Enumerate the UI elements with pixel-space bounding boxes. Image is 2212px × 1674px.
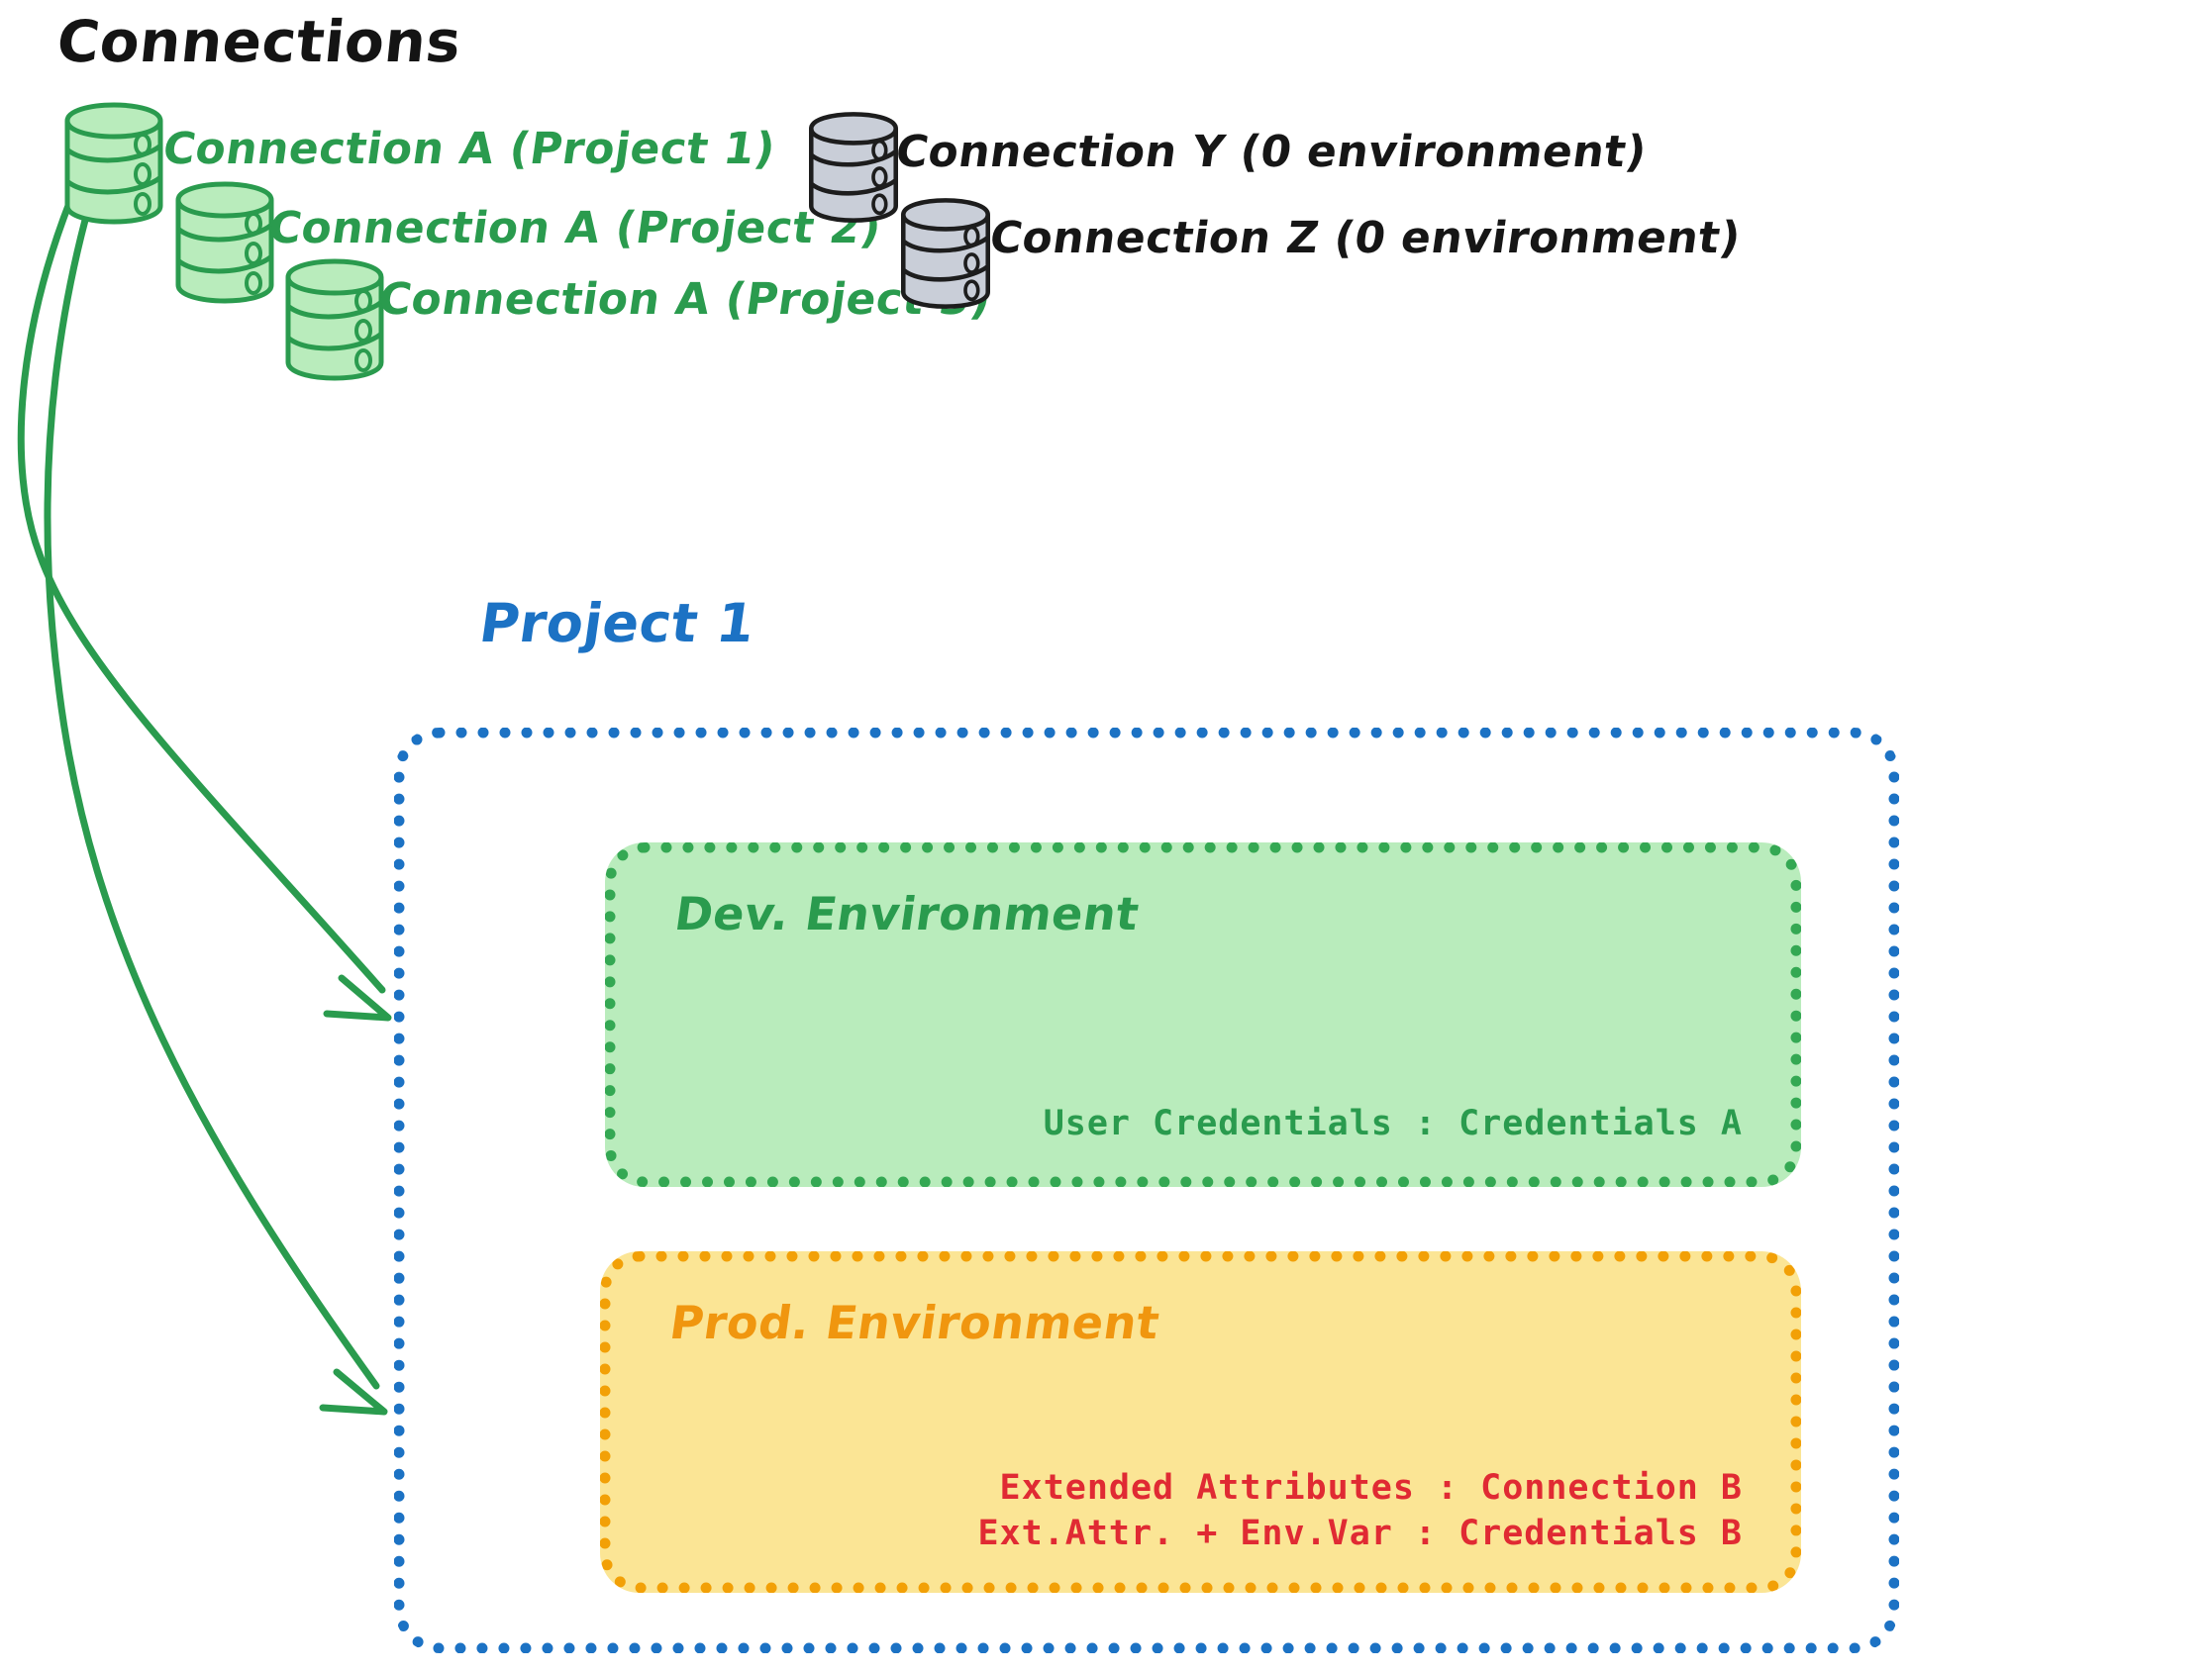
database-icon-conn-a-p3[interactable]	[280, 255, 389, 384]
database-icon-conn-a-p1[interactable]	[59, 99, 168, 228]
page-title: Connections	[53, 8, 465, 75]
database-icon-conn-z[interactable]	[896, 193, 995, 314]
environment-row: User Credentials : Credentials A	[1043, 1103, 1743, 1143]
connection-label-conn-z: Connection Z (0 environment)	[986, 213, 1745, 263]
database-icon-conn-y[interactable]	[804, 107, 903, 228]
environment-card-prod[interactable]: Prod. Environment Extended Attributes : …	[600, 1251, 1801, 1593]
environment-row: Extended Attributes : Connection B	[999, 1468, 1743, 1508]
environment-rows-dev: User Credentials : Credentials A	[1044, 1102, 1743, 1147]
connection-label-conn-a-p1: Connection A (Project 1)	[159, 124, 779, 174]
connection-label-conn-y: Connection Y (0 environment)	[892, 127, 1651, 177]
environment-title-dev: Dev. Environment	[671, 887, 1143, 940]
project-container: Dev. Environment User Credentials : Cred…	[394, 728, 1899, 1653]
environment-row: Ext.Attr. + Env.Var : Credentials B	[977, 1513, 1743, 1553]
environment-rows-prod: Extended Attributes : Connection B Ext.A…	[977, 1466, 1743, 1556]
connection-label-conn-a-p2: Connection A (Project 2)	[265, 203, 885, 253]
project-title: Project 1	[475, 592, 759, 654]
environment-card-dev[interactable]: Dev. Environment User Credentials : Cred…	[605, 842, 1801, 1187]
environment-title-prod: Prod. Environment	[666, 1296, 1163, 1349]
database-icon-conn-a-p2[interactable]	[170, 178, 279, 307]
